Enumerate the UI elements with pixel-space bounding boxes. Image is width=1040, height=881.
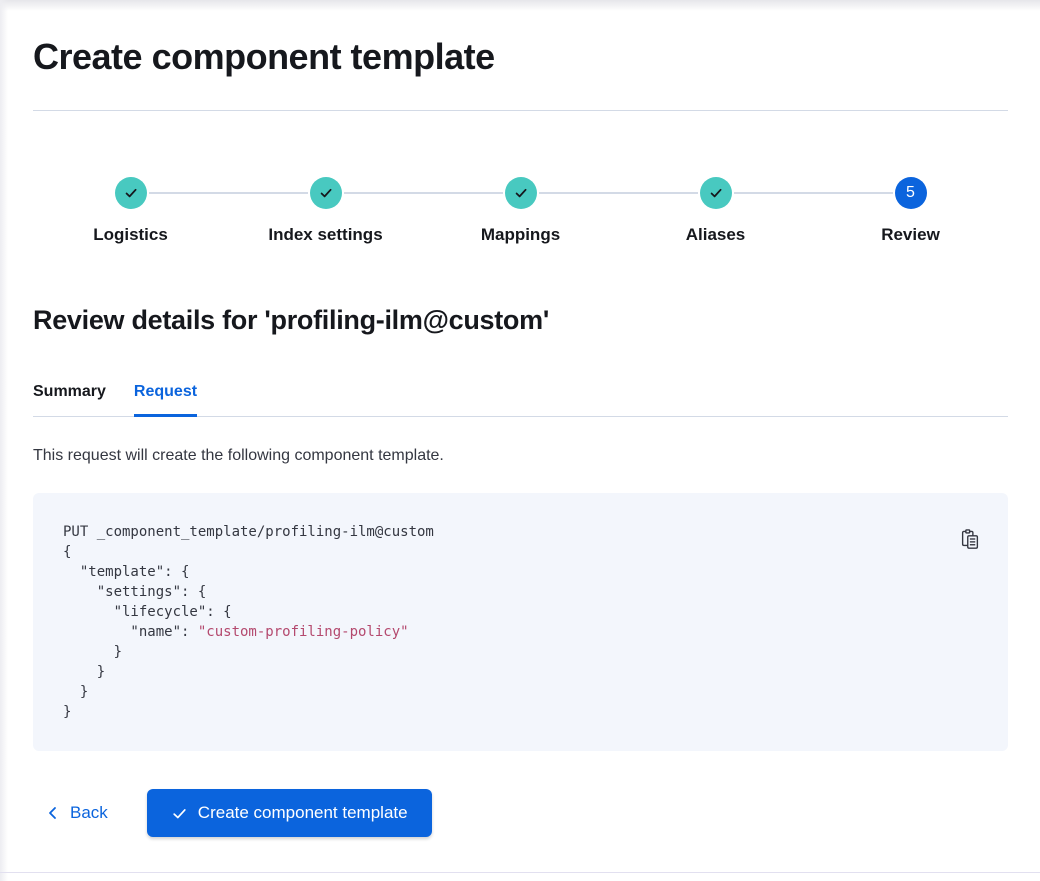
stepper-step-mappings[interactable]: Mappings: [343, 177, 618, 247]
check-icon: [125, 188, 136, 198]
request-description: This request will create the following c…: [33, 447, 444, 464]
code-line: }: [63, 704, 72, 720]
step-complete-circle[interactable]: [504, 177, 537, 209]
code-line: }: [63, 684, 89, 700]
code-line: PUT _component_template/profiling-ilm@cu…: [63, 524, 434, 540]
create-button-label: Create component template: [197, 803, 408, 822]
step-number: 5: [906, 184, 915, 201]
copy-clipboard-icon[interactable]: [960, 529, 980, 549]
bottom-divider: [0, 872, 1040, 873]
step-label: Aliases: [685, 225, 746, 244]
code-line: "lifecycle": {: [63, 604, 232, 620]
stepper-step-index-settings[interactable]: Index settings: [148, 177, 423, 247]
back-button[interactable]: Back: [33, 803, 120, 823]
code-line: }: [63, 644, 123, 660]
create-component-template-page: Create component template Logistics Index…: [33, 36, 1008, 837]
code-line: {: [63, 544, 72, 560]
page-title: Create component template: [33, 36, 495, 77]
step-complete-circle[interactable]: [309, 177, 342, 209]
step-complete-circle[interactable]: [699, 177, 732, 209]
stepper-step-logistics[interactable]: Logistics: [33, 177, 228, 247]
step-current-circle[interactable]: 5: [894, 177, 927, 209]
request-code-block: PUT _component_template/profiling-ilm@cu…: [33, 493, 1008, 751]
check-icon: [710, 188, 721, 198]
step-complete-circle[interactable]: [114, 177, 147, 209]
step-label: Review: [881, 225, 940, 244]
step-label: Logistics: [93, 225, 168, 244]
create-component-template-button[interactable]: Create component template: [146, 789, 432, 837]
request-code: PUT _component_template/profiling-ilm@cu…: [63, 522, 948, 722]
wizard-footer: Back Create component template: [33, 789, 1008, 837]
check-icon: [173, 808, 186, 818]
code-line: "settings": {: [63, 584, 207, 600]
step-label: Mappings: [480, 225, 561, 244]
review-tabs: Summary Request: [33, 380, 1008, 417]
stepper-step-aliases[interactable]: Aliases: [538, 177, 813, 247]
back-button-label: Back: [70, 803, 108, 822]
chevron-left-icon: [49, 807, 56, 819]
tab-request[interactable]: Request: [133, 380, 198, 417]
step-label: Index settings: [268, 225, 383, 244]
code-line: }: [63, 664, 106, 680]
code-line: "template": {: [63, 564, 190, 580]
code-string-value: "custom-profiling-policy": [197, 624, 409, 640]
check-icon: [320, 188, 331, 198]
tab-summary[interactable]: Summary: [33, 383, 106, 400]
check-icon: [515, 188, 526, 198]
review-heading: Review details for 'profiling-ilm@custom…: [33, 305, 549, 335]
header-divider: [33, 110, 1008, 111]
code-line: "name": "custom-profiling-policy": [63, 624, 409, 640]
